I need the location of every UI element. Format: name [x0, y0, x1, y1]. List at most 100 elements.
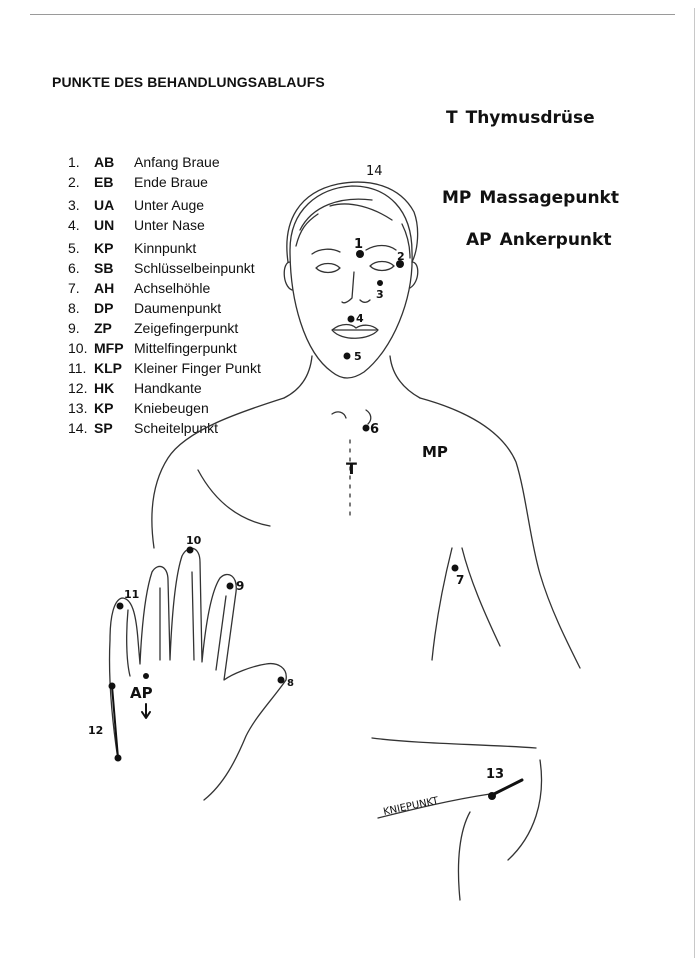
point-abbreviation: UN [94, 217, 115, 233]
point-name: Zeigefingerpunkt [134, 320, 239, 336]
point-item: 5. KP Kinnpunkt [68, 238, 308, 258]
page-title: PUNKTE DES BEHANDLUNGSABLAUFS [52, 74, 325, 90]
label-point-9: 9 [236, 579, 244, 593]
point-number: 1. [68, 154, 80, 170]
label-point-3: 3 [376, 288, 384, 301]
point-name: Unter Nase [134, 217, 205, 233]
point-number: 5. [68, 240, 80, 256]
point-dot [396, 260, 404, 268]
hand-outline [108, 547, 287, 801]
point-name: Ende Braue [134, 174, 208, 190]
arm-line-left [197, 469, 271, 527]
eye-left [315, 262, 341, 274]
point-name: Anfang Braue [134, 154, 220, 170]
point-item: 2. EB Ende Braue [68, 172, 308, 192]
knee-pointer [377, 793, 491, 819]
right-border-line [694, 8, 695, 958]
point-abbreviation: ZP [94, 320, 112, 336]
finger-line-1 [126, 571, 227, 677]
point-dot [451, 564, 459, 572]
point-item: 1. AB Anfang Braue [68, 152, 308, 172]
label-point-10: 10 [186, 534, 202, 547]
point-abbreviation: KP [94, 400, 114, 416]
collarbone-mark [331, 409, 372, 425]
legend-anchor-label: Ankerpunkt [499, 230, 612, 250]
point-item: 12. HK Handkante [68, 378, 308, 398]
label-point-12: 12 [88, 724, 103, 737]
point-name: Mittelfingerpunkt [134, 340, 237, 356]
knee-outline [371, 737, 543, 901]
label-anchor-point: AP [130, 684, 153, 702]
point-abbreviation: SB [94, 260, 114, 276]
point-dot [356, 250, 364, 258]
nose [341, 271, 371, 304]
shoulder-left [151, 397, 285, 549]
label-point-14: 14 [366, 164, 383, 179]
point-number: 6. [68, 260, 80, 276]
point-number: 14. [68, 420, 88, 436]
point-abbreviation: KP [94, 240, 114, 256]
point-dot [186, 546, 194, 554]
label-knee-point: KNIEPUNKT [382, 795, 440, 818]
point-name: Schlüsselbeinpunkt [134, 260, 255, 276]
point-abbreviation: HK [94, 380, 115, 396]
point-name: Daumenpunkt [134, 300, 222, 316]
point-abbreviation: MFP [94, 340, 124, 356]
brow-right [365, 244, 397, 251]
top-border-line [30, 14, 675, 15]
label-point-4: 4 [356, 312, 364, 325]
point-dot [108, 682, 116, 690]
point-number: 2. [68, 174, 80, 190]
anchor-arrow [141, 703, 151, 719]
point-dot [362, 424, 370, 432]
point-name: Handkante [134, 380, 202, 396]
mouth [331, 323, 379, 339]
point-dot [143, 673, 149, 679]
point-dot [277, 676, 285, 684]
ear-right [409, 261, 419, 289]
point-name: Kleiner Finger Punkt [134, 360, 261, 376]
label-point-8: 8 [287, 678, 294, 689]
brow-left [311, 248, 341, 255]
point-abbreviation: AB [94, 154, 115, 170]
point-number: 12. [68, 380, 88, 396]
point-dot [488, 792, 496, 800]
label-point-7: 7 [456, 573, 464, 587]
point-number: 8. [68, 300, 80, 316]
label-point-13: 13 [486, 767, 504, 782]
legend-massage-label: Massagepunkt [479, 188, 619, 208]
point-name: Kinnpunkt [134, 240, 197, 256]
legend-anchor-abbr: AP [466, 230, 492, 250]
point-name: Achselhöhle [134, 280, 211, 296]
legend-massage-point: MP Massagepunkt [442, 188, 627, 208]
point-number: 13. [68, 400, 88, 416]
shoulder-right [419, 397, 581, 669]
hair [286, 181, 419, 263]
legend-massage-abbr: MP [442, 188, 472, 208]
point-abbreviation: UA [94, 197, 115, 213]
point-item: 6. SB Schlüsselbeinpunkt [68, 258, 308, 278]
neck-left [283, 355, 313, 399]
point-dot [343, 352, 351, 360]
point-dot [116, 602, 124, 610]
point-abbreviation: EB [94, 174, 114, 190]
neck-right [389, 355, 421, 399]
eye-right [369, 260, 395, 272]
hand-edge-line [111, 685, 119, 759]
label-point-6: 6 [370, 422, 379, 437]
head-outline [289, 185, 413, 379]
label-thymus: T [346, 459, 357, 478]
point-dot [347, 315, 355, 323]
legend-thymus-abbr: T [446, 108, 458, 128]
label-massage-point: MP [422, 443, 448, 461]
